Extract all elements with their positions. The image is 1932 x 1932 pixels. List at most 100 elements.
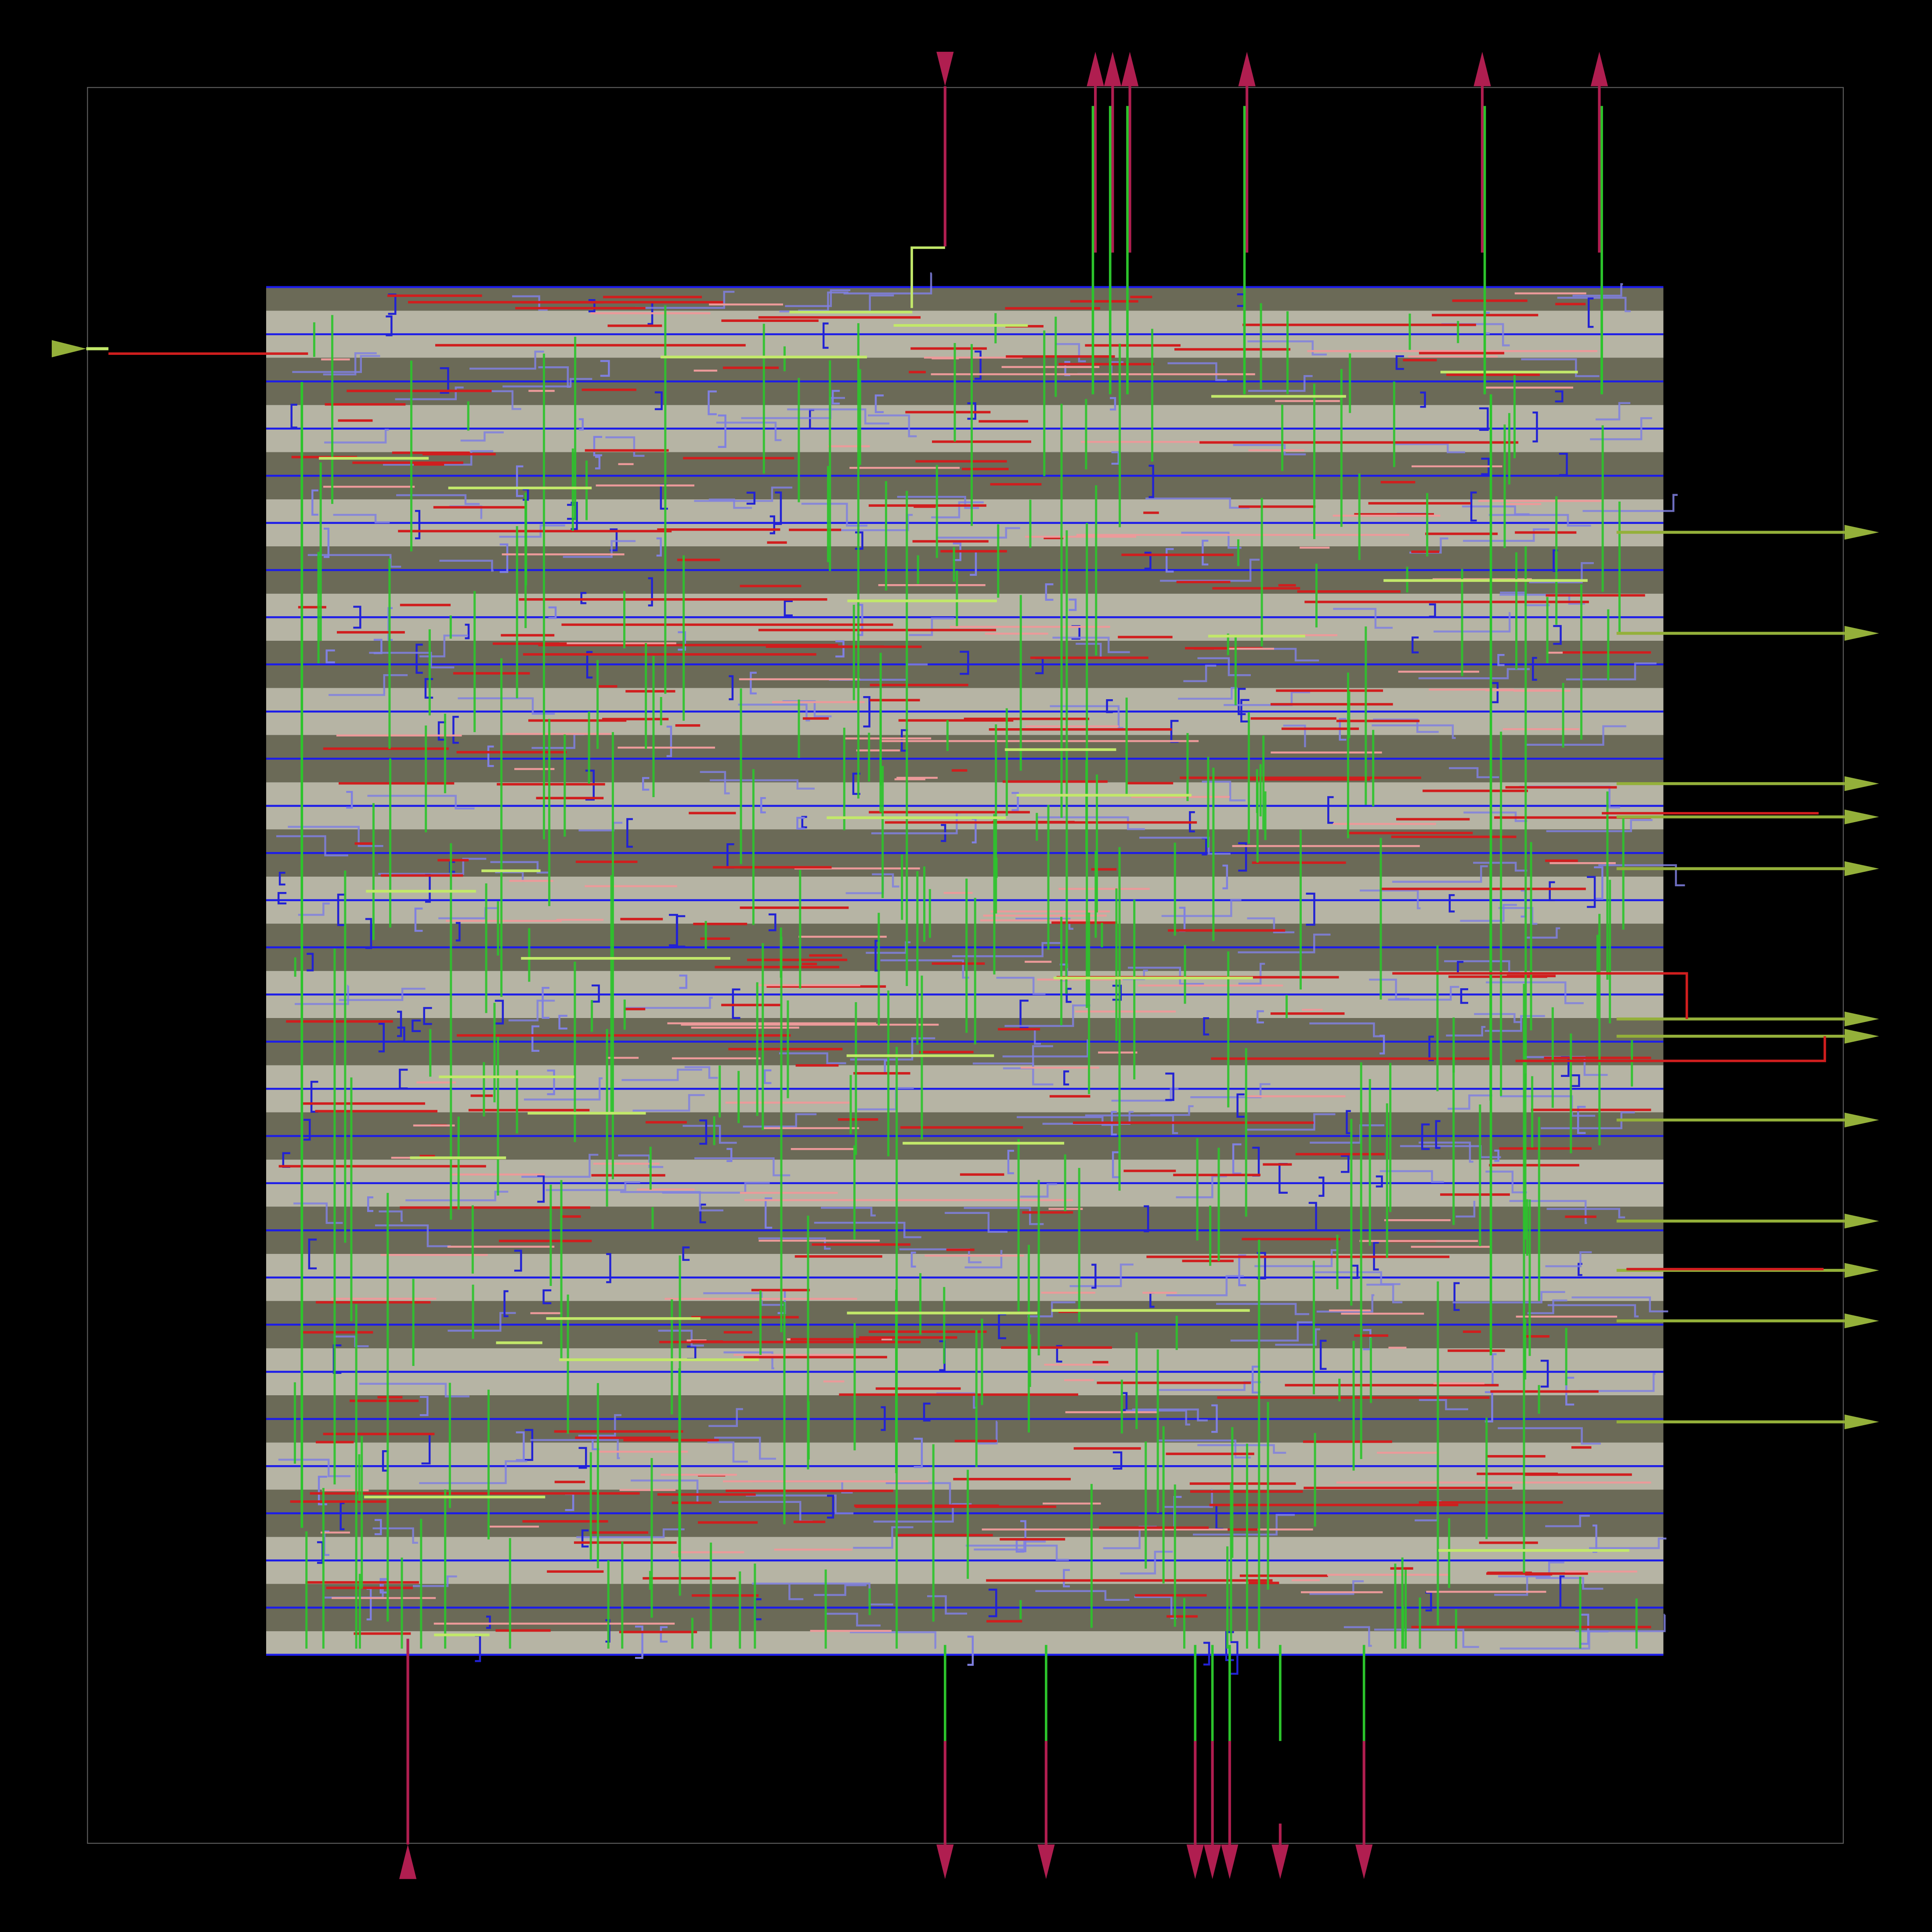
metal1-wire [1535, 1577, 1603, 1590]
metal1-wire [1230, 1321, 1313, 1342]
cell-row-band [266, 1560, 1664, 1584]
metal1-pin-shape [486, 1615, 491, 1629]
metal1-wire [1157, 1439, 1251, 1459]
metal1-pin-shape [1470, 491, 1477, 522]
input-pin-top-arrow [936, 51, 954, 87]
metal1-pin-shape [578, 418, 584, 430]
metal1-pin-shape [1306, 892, 1315, 926]
metal1-pin-shape [775, 491, 782, 525]
metal1-layer [276, 272, 1685, 1675]
metal1-pin-shape [1063, 1070, 1069, 1086]
metal1-pin-shape [699, 1119, 708, 1145]
metal1-wire [1003, 1045, 1053, 1069]
output-pin-top-arrow [1238, 51, 1256, 87]
metal1-pin-shape [290, 404, 297, 429]
metal1-pin-shape [1144, 552, 1152, 570]
metal1-pin-shape [1379, 1034, 1385, 1054]
output-pin-right-arrow [1844, 861, 1879, 876]
metal1-pin-shape [1257, 1010, 1264, 1024]
cell-row-band [266, 381, 1664, 405]
metal1-pin-shape [1238, 1254, 1246, 1286]
metal1-pin-shape [516, 465, 524, 497]
metal1-pin-shape [765, 1197, 773, 1229]
metal1-pin-shape [769, 913, 776, 932]
metal1-wire [460, 431, 504, 442]
metal1-wire [1126, 1409, 1190, 1426]
metal1-wire [1316, 1294, 1375, 1313]
metal1-pin-shape [374, 1519, 382, 1535]
metal1-pin-shape [1202, 539, 1209, 566]
metal1-wire [1566, 662, 1657, 681]
metal1-wire [708, 1408, 743, 1427]
metal1-wire [1238, 933, 1331, 953]
metal1-wire [787, 408, 890, 425]
metal1-wire [814, 1221, 921, 1239]
metal1-pin-shape [324, 527, 330, 558]
metal1-wire [1283, 724, 1306, 748]
metal1-pin-shape [914, 1437, 923, 1468]
metal1-wire [502, 378, 592, 388]
metal1-wire [1055, 343, 1086, 362]
metal1-pin-shape [423, 1007, 432, 1025]
metal1-wire [820, 514, 913, 531]
metal1-pin-shape [1553, 625, 1562, 645]
metal1-pin-shape [353, 606, 361, 629]
metal1-pin-shape [1395, 355, 1404, 370]
metal1-pin-shape [1007, 1150, 1014, 1174]
metal1-pin-shape [542, 987, 549, 1019]
metal1-wire [1374, 1629, 1479, 1648]
metal1-pin-shape [1494, 1149, 1499, 1162]
metal1-wire [746, 1494, 854, 1514]
metal1-wire [826, 1613, 881, 1627]
cell-row-band [266, 1372, 1664, 1396]
metal1-pin-shape [593, 436, 603, 456]
metal1-wire [324, 429, 389, 444]
metal1-pin-shape [1106, 699, 1113, 713]
metal1-wire [1545, 1515, 1590, 1528]
metal1-pin-shape [339, 1502, 345, 1531]
metal1-wire [1499, 593, 1585, 605]
metal1-wire [419, 634, 468, 657]
metal1-wire [779, 1052, 846, 1065]
metal1-wire [1085, 1114, 1178, 1134]
metal1-pin-shape [378, 1022, 385, 1053]
metal1-pin-shape [1045, 583, 1054, 601]
metal1-wire [292, 355, 380, 373]
metal1-wire [873, 1503, 972, 1523]
metal1-pin-shape [923, 1402, 931, 1422]
metal1-pin-shape [1232, 1143, 1242, 1175]
metal1-wire [1254, 1249, 1338, 1268]
metal1-wire [618, 1154, 664, 1168]
metal1-pin-shape [1435, 1120, 1441, 1149]
metal1-wire [1509, 1200, 1587, 1224]
metal1-pin-shape [1240, 699, 1249, 723]
metal1-pin-shape [1571, 1074, 1580, 1087]
metal1-wire [723, 1351, 774, 1369]
metal1-wire [379, 1210, 403, 1222]
metal1-pin-shape [1479, 407, 1489, 431]
metal1-pin-shape [1549, 881, 1555, 902]
metal1-wire [853, 1526, 914, 1549]
metal1-pin-shape [1211, 1404, 1218, 1433]
cell-row-band [266, 924, 1664, 948]
metal1-wire [1248, 375, 1313, 392]
metal1-wire [359, 1383, 469, 1398]
metal1-pin-shape [874, 394, 884, 413]
metal1-pin-shape [499, 543, 509, 573]
metal1-wire [1050, 705, 1123, 729]
metal1-pin-shape [1222, 864, 1228, 889]
metal1-wire [752, 1582, 804, 1600]
metal1-pin-shape [503, 1290, 509, 1318]
metal1-pin-shape [310, 1080, 318, 1113]
metal1-wire [1246, 1113, 1336, 1131]
metal1-pin-shape [531, 1025, 540, 1052]
output-pin-right-arrow [1844, 776, 1879, 791]
metal1-pin-shape [367, 1196, 374, 1212]
metal1-wire [978, 1420, 998, 1444]
metal1-wire [576, 1528, 685, 1538]
metal1-pin-shape [1203, 1017, 1209, 1036]
metal1-pin-shape [708, 390, 717, 415]
metal1-pin-shape [440, 367, 449, 394]
metal1-pin-shape [729, 675, 734, 701]
